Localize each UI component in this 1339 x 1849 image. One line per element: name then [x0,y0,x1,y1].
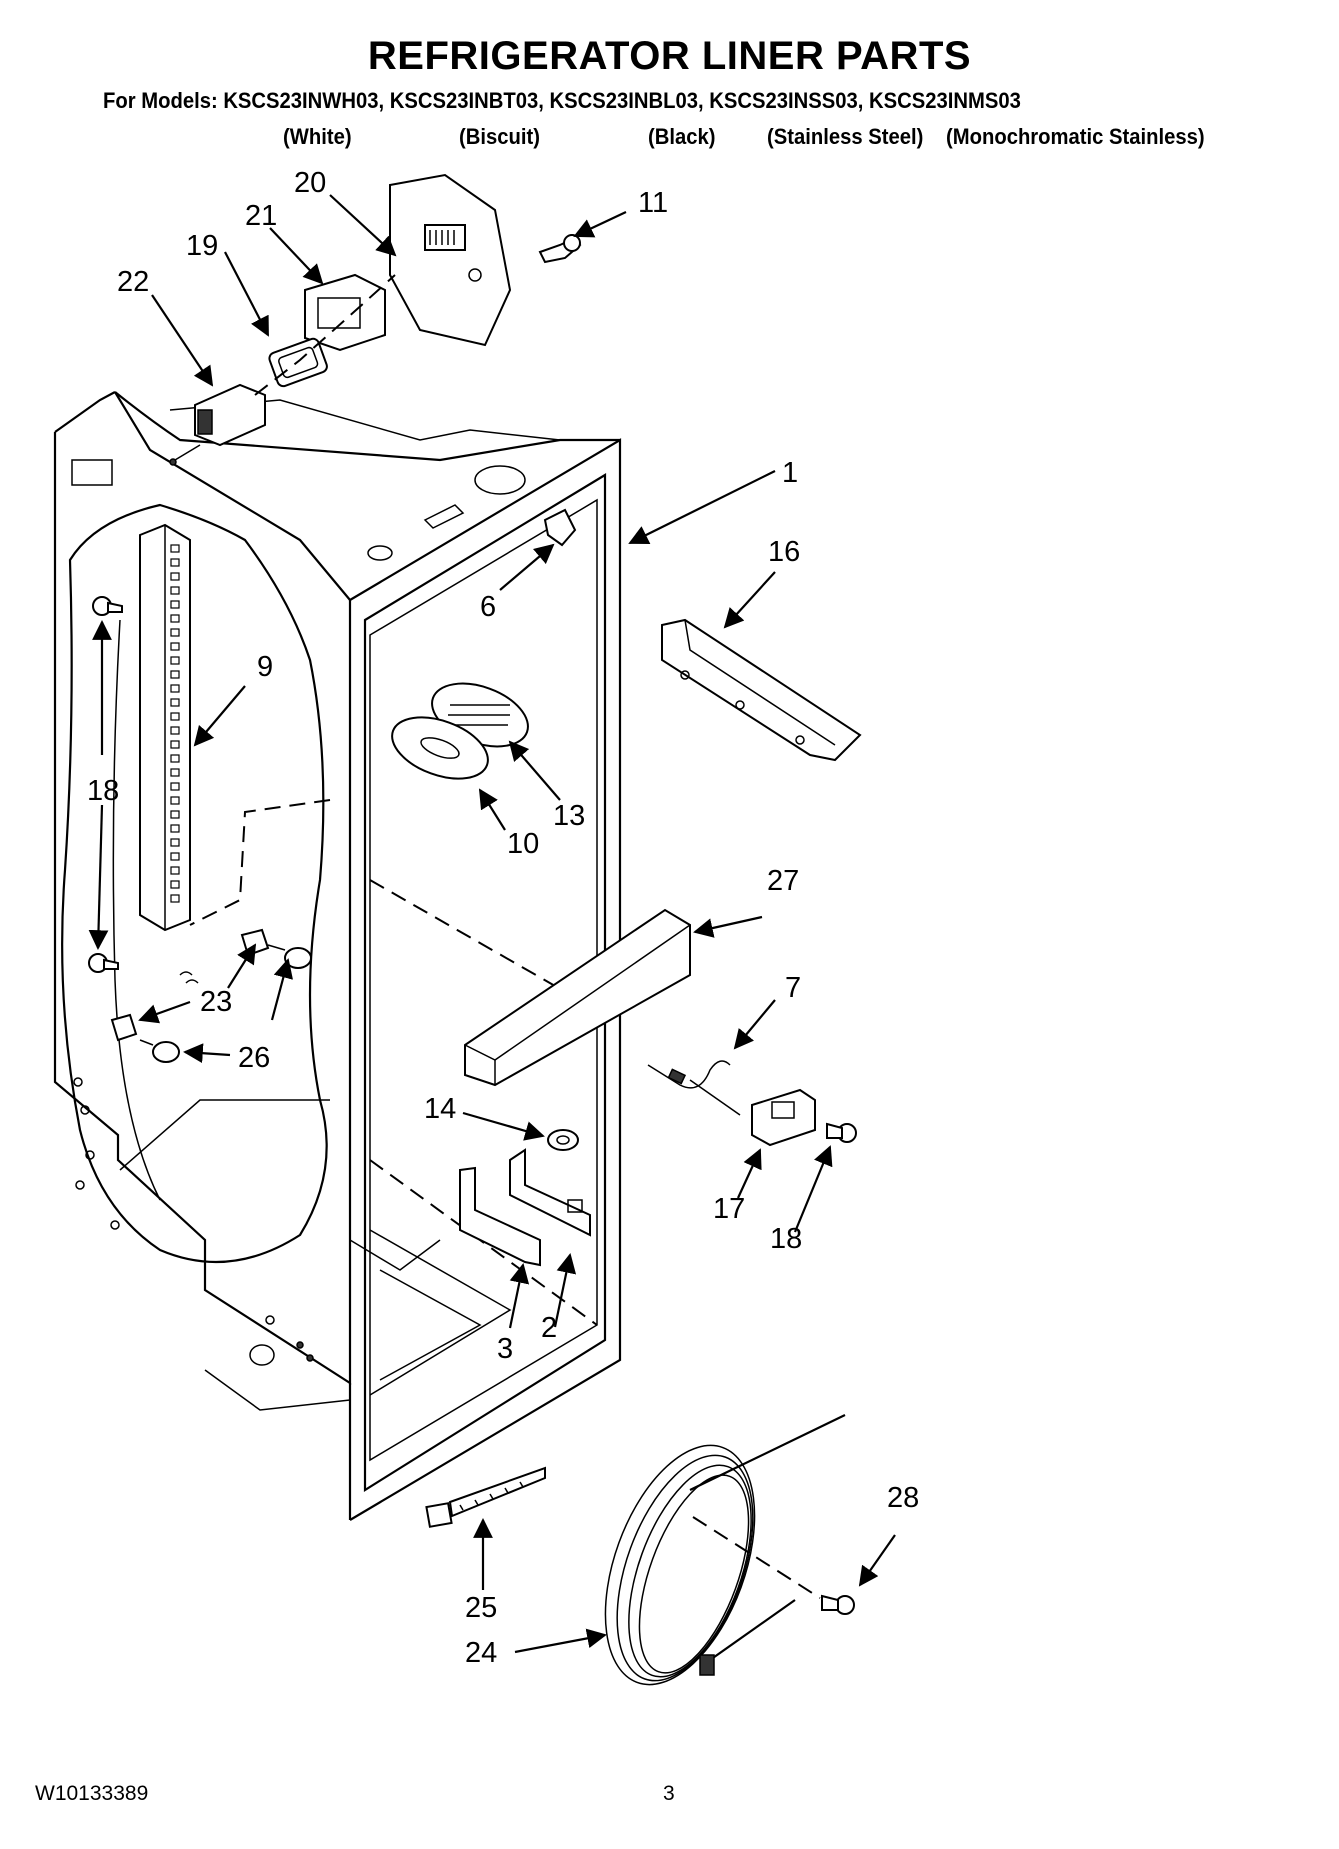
rail-slot [170,754,180,763]
part-18-screw-bottom [88,953,119,973]
rail-slot [170,544,180,553]
part-27-divider-bar [464,908,691,1087]
callout-21: 21 [245,200,277,232]
callout-labels: 1 2 3 6 7 9 10 11 13 14 16 17 18 18 19 2… [87,167,919,1669]
callout-14: 14 [424,1093,456,1125]
rail-slot [170,600,180,609]
part-26-bulb-lower [139,1039,180,1063]
callout-17: 17 [713,1193,745,1225]
color-white: (White) [283,124,352,149]
rail-slot [170,796,180,805]
part-23-socket-lower [110,1013,138,1042]
part-26-bulb-upper [267,944,312,969]
rail-slot [170,740,180,749]
rail-slot [170,698,180,707]
rail-slot [170,768,180,777]
callout-28: 28 [887,1482,919,1514]
part-11-screw [538,234,582,264]
rail-slot [170,684,180,693]
part-7-wire-harness [647,1060,741,1116]
callout-3: 3 [497,1333,513,1365]
callout-16: 16 [768,536,800,568]
callout-11: 11 [638,187,668,219]
color-black: (Black) [648,124,716,149]
part-18-screw-right [826,1122,857,1143]
rail-slot [170,614,180,623]
callout-20: 20 [294,167,326,199]
part-24-tubing-coil [604,1414,846,1686]
part-14-grommet [547,1129,579,1151]
rail-slot [170,642,180,651]
rail-slot [170,572,180,581]
color-biscuit: (Biscuit) [459,124,540,149]
part-28-screw [821,1594,855,1615]
rail-slot [170,670,180,679]
part-21-bracket [304,273,386,352]
callout-24: 24 [465,1637,497,1669]
rail-slot [170,656,180,665]
part-25-cable-tie [425,1466,546,1528]
rail-slot [170,810,180,819]
rail-slot [170,726,180,735]
callout-1: 1 [782,457,798,489]
color-monochromatic-stainless: (Monochromatic Stainless) [946,124,1205,149]
callout-19: 19 [186,230,218,262]
rail-slot [170,586,180,595]
callout-6: 6 [480,591,496,623]
part-6-clip [543,508,577,547]
page-title: REFRIGERATOR LINER PARTS [367,34,972,78]
rail-slot [170,782,180,791]
part-9-shelf-rail [139,523,331,932]
part-17-switch [751,1088,816,1147]
callout-25: 25 [465,1592,497,1624]
callout-18-left: 18 [87,775,119,807]
part-2-bracket [509,1148,591,1237]
part-23-socket-upper [240,928,270,957]
callout-13: 13 [553,800,585,832]
rail-slot [170,628,180,637]
part-20-control-housing [389,173,512,347]
models-line: For Models: KSCS23INWH03, KSCS23INBT03, … [103,88,1021,113]
callout-26: 26 [238,1042,270,1074]
callout-23: 23 [200,986,232,1018]
part-22-switch [169,383,266,466]
callout-18-right: 18 [770,1223,802,1255]
rail-slot [170,880,180,889]
leader-lines [88,194,896,1654]
callout-22: 22 [117,266,149,298]
part-16-cover [661,618,862,762]
callout-9: 9 [257,651,273,683]
rail-slot [170,824,180,833]
rail-slots [170,544,180,903]
color-stainless-steel: (Stainless Steel) [767,124,924,149]
page-number: 3 [663,1782,675,1805]
rail-slot [170,838,180,847]
callout-2: 2 [541,1312,557,1344]
document-number: W10133389 [35,1782,149,1805]
callout-27: 27 [767,865,799,897]
part-10-cover [391,716,489,780]
rail-slot [170,866,180,875]
callout-7: 7 [785,972,801,1004]
rail-slot [170,894,180,903]
part-3-bracket [459,1166,541,1267]
rail-slot [170,712,180,721]
callout-10: 10 [507,828,539,860]
part-18-screw-top [92,596,123,616]
rail-slot [170,852,180,861]
rail-slot [170,558,180,567]
